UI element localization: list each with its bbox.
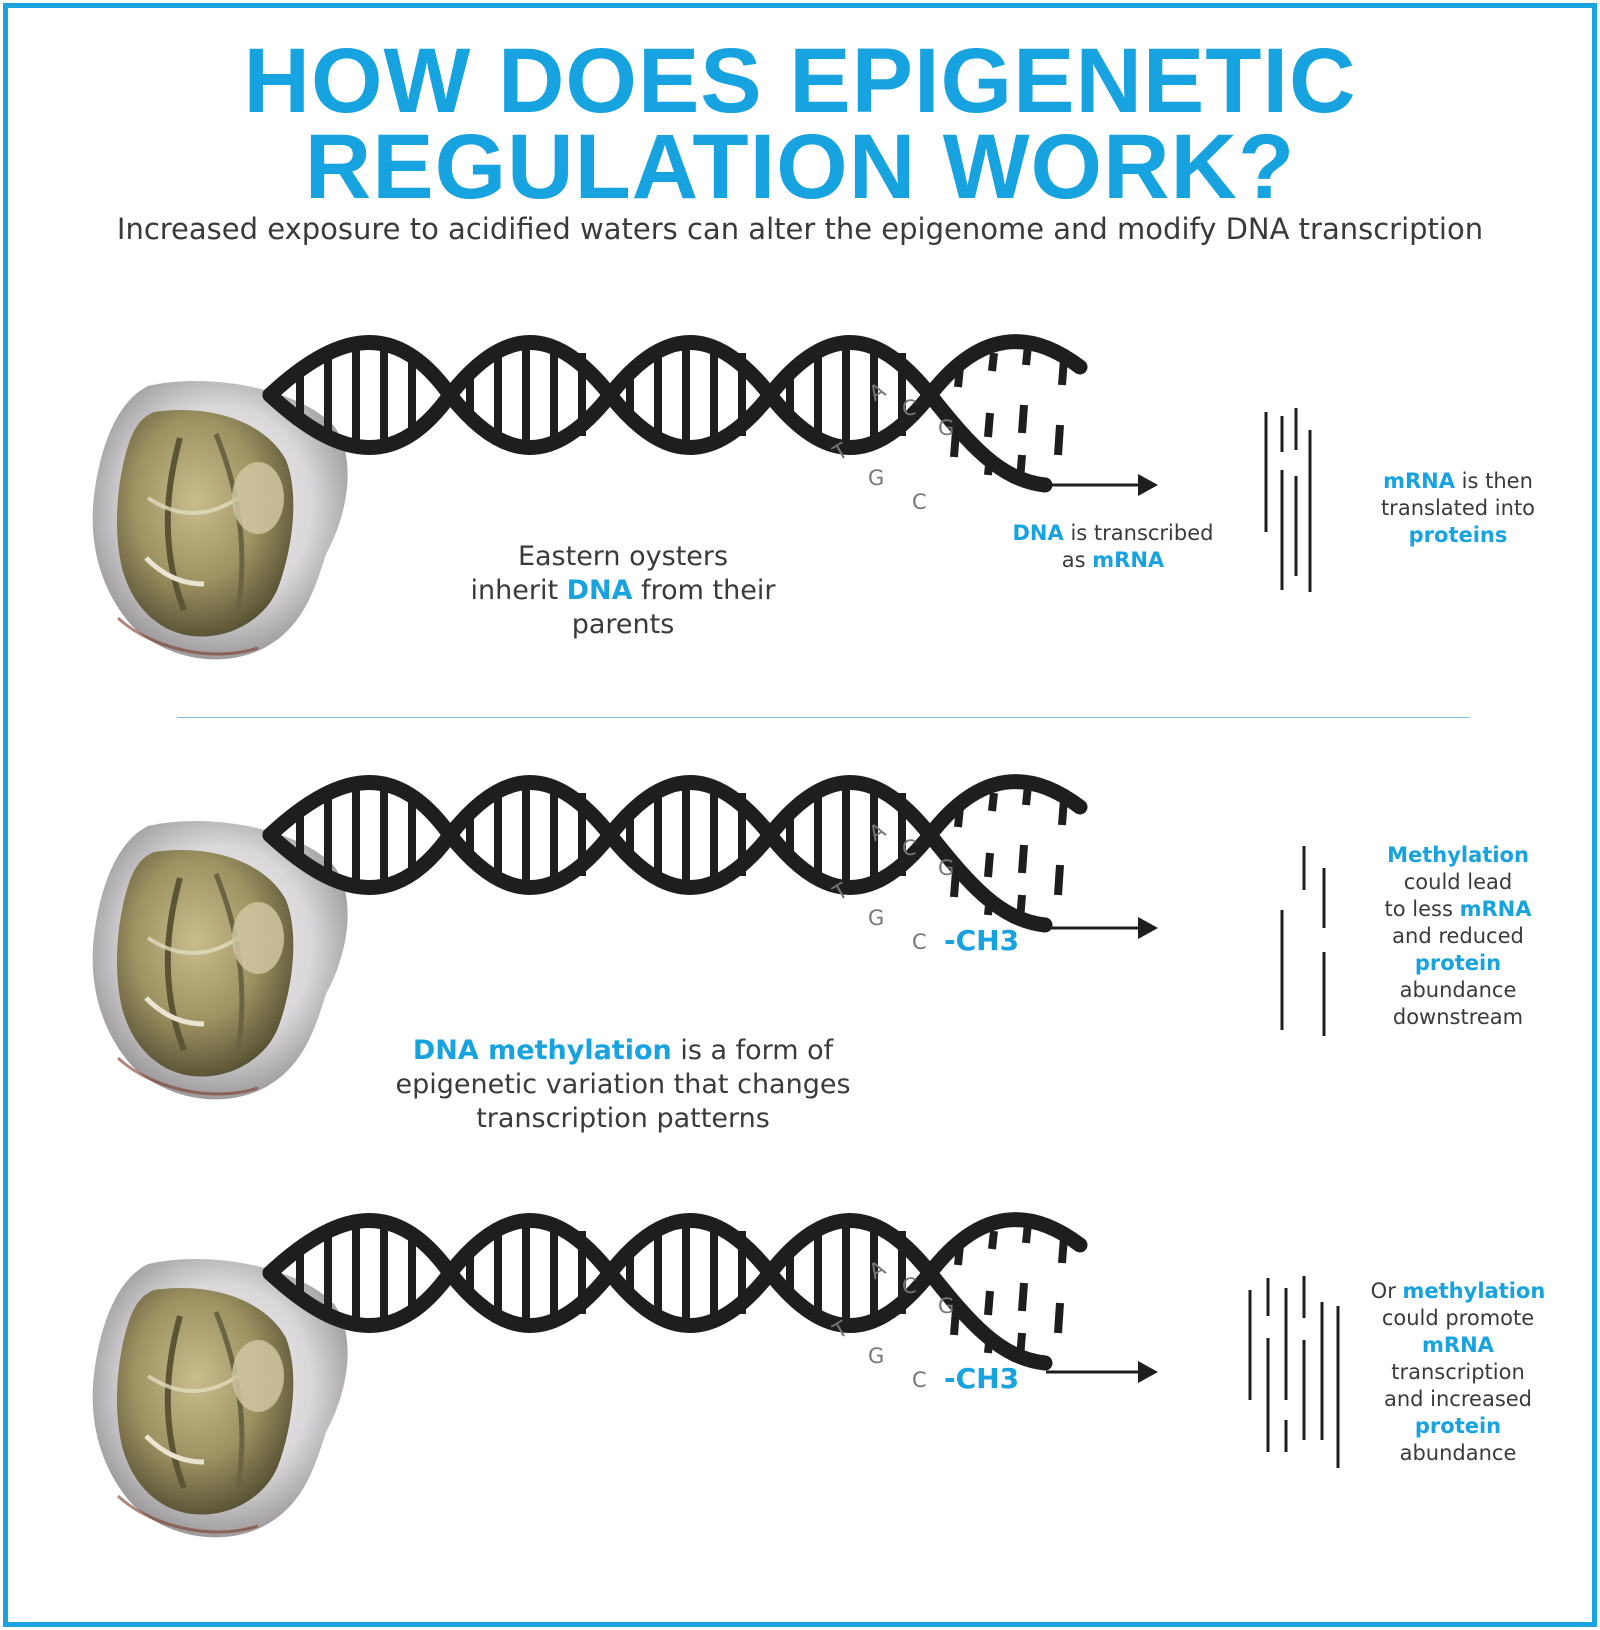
base-c-2: C	[912, 1368, 927, 1392]
caption-line: as mRNA	[980, 547, 1246, 574]
caption-line: Eastern oysters	[517, 541, 729, 572]
caption-reduced: Methylation could lead to less mRNA and …	[1358, 842, 1558, 1031]
highlight-dna: DNA	[1012, 521, 1064, 545]
caption-line: could lead	[1403, 870, 1513, 894]
highlight-proteins: proteins	[1408, 523, 1508, 547]
caption-transcription: DNA is transcribed as mRNA	[980, 520, 1246, 574]
caption-dna-methylation: DNA methylation is a form of epigenetic …	[372, 1034, 874, 1136]
caption-text: as	[1061, 548, 1093, 572]
caption-line: translated into	[1380, 496, 1536, 520]
base-c-2: C	[912, 490, 927, 514]
caption-line: inherit DNA from their	[440, 574, 806, 608]
arrow-2	[1044, 915, 1160, 941]
caption-line: DNA is transcribed	[980, 520, 1246, 547]
arrow-3	[1044, 1359, 1160, 1385]
infographic-border	[3, 3, 1597, 1627]
caption-line: transcription patterns	[476, 1103, 770, 1134]
title-line-1: HOW DOES EPIGENETIC	[243, 30, 1357, 132]
mrna-strands-3	[1248, 1276, 1340, 1468]
arrow-1	[1044, 472, 1160, 498]
caption-text: is then	[1454, 469, 1533, 493]
caption-line: parents	[571, 609, 675, 640]
base-c: C	[902, 396, 917, 420]
highlight-methylation: Methylation	[1387, 843, 1529, 867]
methyl-label-2: -CH3	[944, 924, 1020, 957]
base-g: G	[938, 856, 955, 880]
base-g: G	[938, 1294, 955, 1318]
base-c-2: C	[912, 930, 927, 954]
caption-text: Or	[1370, 1279, 1403, 1303]
highlight-protein: protein	[1414, 1414, 1502, 1438]
caption-line: Or methylation	[1358, 1278, 1558, 1305]
caption-line: to less mRNA	[1358, 896, 1558, 923]
caption-text: to less	[1384, 897, 1460, 921]
caption-inherit-dna: Eastern oysters inherit DNA from their p…	[440, 540, 806, 642]
base-g-2: G	[868, 906, 885, 930]
mrna-strands-1	[1264, 408, 1312, 592]
section-divider	[177, 717, 1469, 718]
highlight-mrna: mRNA	[1383, 469, 1455, 493]
caption-line: abundance	[1399, 1441, 1517, 1465]
caption-line: mRNA is then	[1358, 468, 1558, 495]
highlight-protein: protein	[1414, 951, 1502, 975]
caption-line: epigenetic variation that changes	[395, 1069, 851, 1100]
base-c: C	[902, 836, 917, 860]
base-g: G	[938, 416, 955, 440]
base-g-2: G	[868, 1344, 885, 1368]
title-line-2: REGULATION WORK?	[304, 116, 1296, 218]
caption-text: inherit	[470, 575, 567, 606]
highlight-mrna: mRNA	[1459, 897, 1532, 921]
dna-helix-2	[270, 782, 1080, 925]
base-c: C	[902, 1274, 917, 1298]
base-g-2: G	[868, 466, 885, 490]
caption-text: is a form of	[671, 1035, 834, 1066]
highlight-dna-methylation: DNA methylation	[412, 1035, 672, 1066]
methyl-label-3: -CH3	[944, 1362, 1020, 1395]
caption-line: transcription	[1391, 1360, 1525, 1384]
highlight-dna: DNA	[566, 575, 633, 606]
caption-line: downstream	[1392, 1005, 1524, 1029]
caption-text: from their	[632, 575, 776, 606]
highlight-methylation: methylation	[1402, 1279, 1546, 1303]
caption-line: DNA methylation is a form of	[372, 1034, 874, 1068]
highlight-mrna: mRNA	[1422, 1333, 1494, 1357]
mrna-strands-2	[1280, 846, 1326, 1036]
caption-line: could promote	[1381, 1306, 1535, 1330]
caption-line: abundance	[1399, 978, 1517, 1002]
caption-text: is transcribed	[1063, 521, 1214, 545]
caption-line: and increased	[1383, 1387, 1533, 1411]
highlight-mrna: mRNA	[1092, 548, 1165, 572]
caption-line: and reduced	[1392, 924, 1524, 948]
dna-helix-1	[270, 342, 1080, 485]
caption-translation: mRNA is then translated into proteins	[1358, 468, 1558, 549]
caption-increased: Or methylation could promote mRNA transc…	[1358, 1278, 1558, 1467]
subtitle: Increased exposure to acidified waters c…	[116, 212, 1484, 246]
dna-helix-3	[270, 1220, 1080, 1363]
